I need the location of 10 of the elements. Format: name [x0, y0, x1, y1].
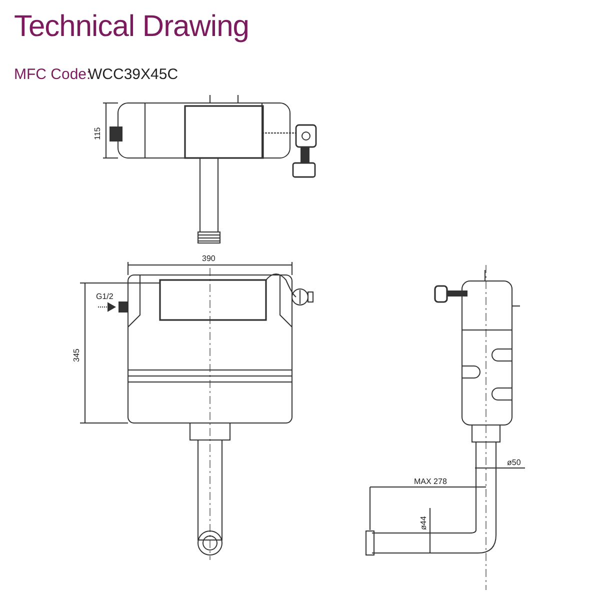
dimension-label: 390	[202, 255, 216, 263]
pipe-thread-label: G1/2	[96, 293, 114, 301]
code-label: MFC Code:	[14, 67, 91, 82]
dimension-label: ø44	[420, 516, 428, 530]
dimension-label: ø50	[507, 459, 521, 467]
dimension-label: 345	[73, 348, 81, 362]
title: Technical Drawing	[14, 10, 249, 44]
dimension-label: 115	[94, 127, 102, 140]
dimension-label: MAX 278	[414, 478, 447, 486]
product-code: WCC39X45C	[88, 67, 178, 82]
